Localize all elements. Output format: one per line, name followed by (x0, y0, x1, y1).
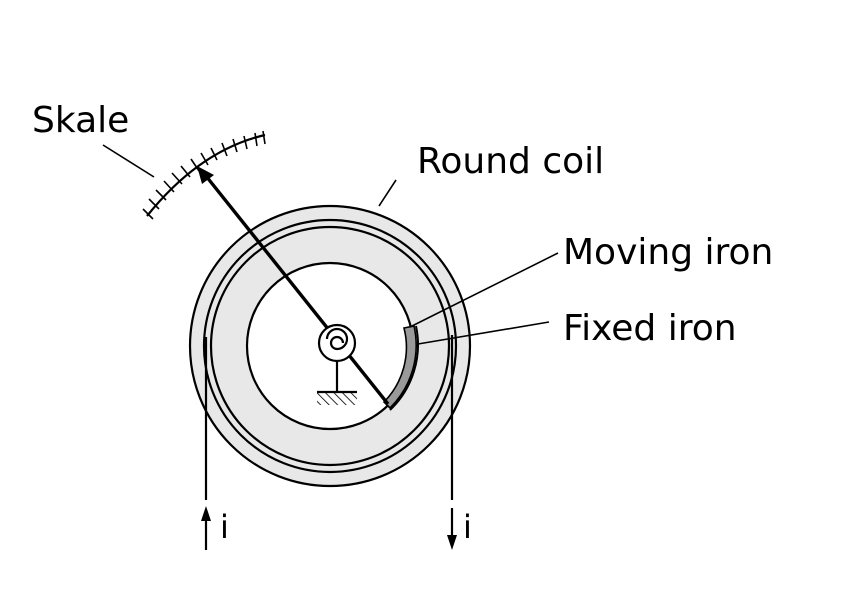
pointer (197, 166, 390, 406)
fixed-iron (389, 325, 419, 411)
pointer-needle (204, 174, 390, 406)
arrow-out-head (447, 535, 457, 550)
leader-moving-iron (409, 252, 559, 328)
leader-coil (378, 179, 397, 207)
current-leads (201, 335, 457, 550)
label-current-out: i (463, 508, 472, 546)
scale (142, 130, 266, 220)
moving-iron (382, 325, 417, 410)
leader-lines (102, 144, 559, 345)
leader-fixed-iron (417, 321, 550, 345)
pivot-outer-circle (317, 323, 357, 363)
coil-winding-outer (202, 218, 458, 474)
label-current-in: i (220, 508, 229, 546)
ground-hatch (317, 393, 357, 405)
pointer-arrowhead (197, 166, 214, 184)
leader-scale (102, 144, 155, 178)
spiral-spring (325, 327, 349, 351)
coil-winding-inner (209, 225, 451, 467)
scale-ticks (142, 130, 266, 220)
label-fixed-iron: Fixed iron (563, 308, 737, 349)
label-round-coil: Round coil (417, 141, 604, 182)
label-moving-iron: Moving iron (563, 232, 773, 273)
arrow-in-head (201, 506, 211, 521)
label-scale: Skale (32, 100, 129, 141)
scale-arc (146, 133, 266, 217)
pivot-spring (317, 323, 357, 405)
